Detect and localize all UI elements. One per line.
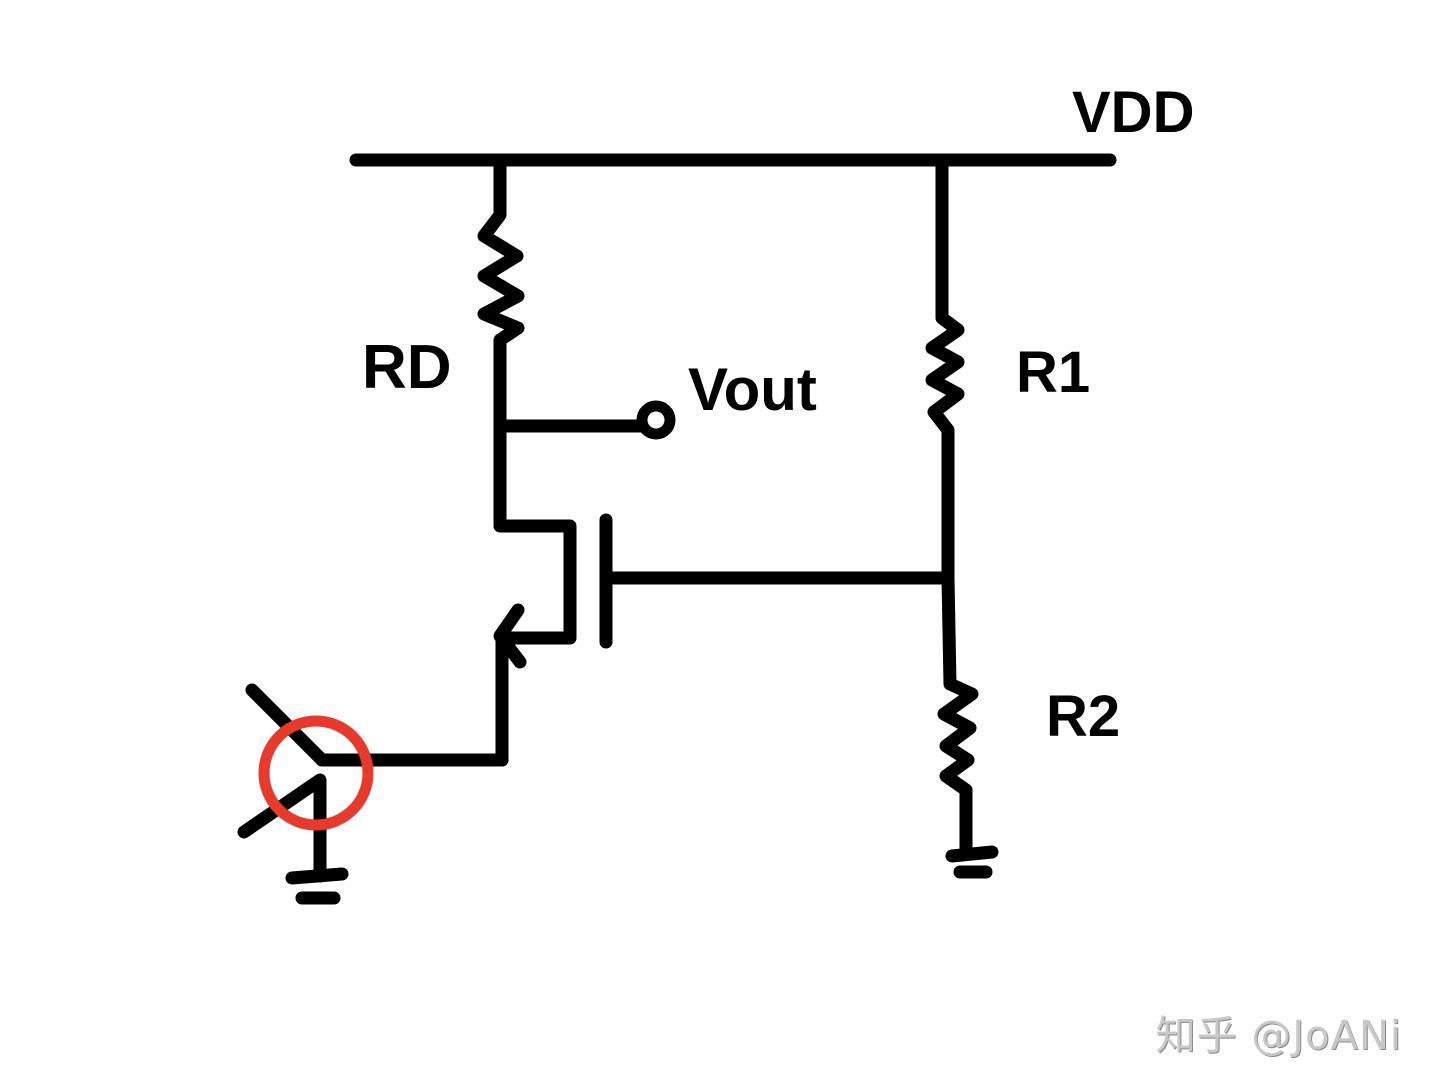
rd-resistor: [477, 153, 525, 427]
rd-label: RD: [362, 333, 452, 402]
vout-label: Vout: [688, 356, 817, 423]
ground-left: [285, 867, 349, 905]
r1-label: R1: [1016, 340, 1090, 405]
vdd-label: VDD: [1072, 80, 1194, 145]
r2-label: R2: [1046, 684, 1120, 749]
vout-wire: [493, 400, 676, 440]
r1-resistor: [925, 153, 965, 585]
source-wire: [237, 683, 509, 883]
watermark: 知乎 @JoANi: [1155, 1013, 1402, 1059]
highlight-circle: [258, 715, 374, 831]
transistor: [493, 413, 955, 767]
r2-resistor: [937, 571, 979, 859]
ground-right: [945, 845, 999, 879]
